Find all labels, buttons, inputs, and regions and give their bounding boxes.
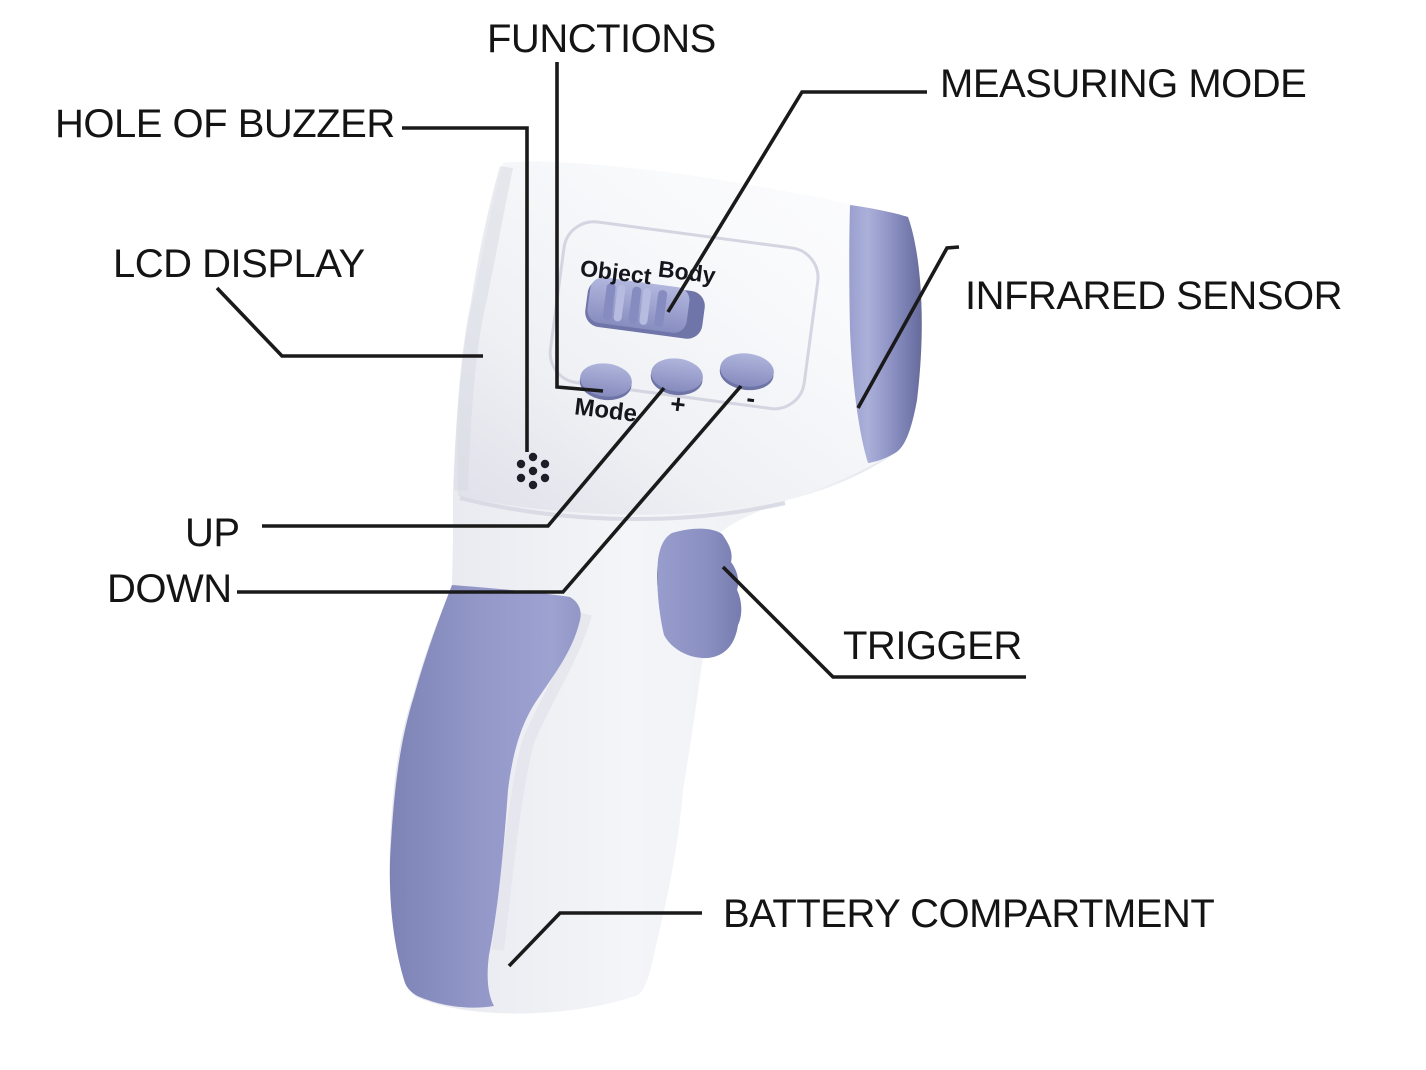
buzzer-holes bbox=[516, 452, 550, 490]
switch-ridge-highlight bbox=[639, 288, 652, 325]
head-neck-crease bbox=[459, 496, 786, 522]
functions-leader-line bbox=[555, 62, 604, 393]
minus-button[interactable] bbox=[718, 350, 776, 393]
switch-ridge-highlight bbox=[613, 284, 626, 322]
trigger-leader-line bbox=[721, 565, 1026, 679]
down-leader-line bbox=[237, 384, 743, 594]
handle-grip bbox=[389, 585, 581, 1008]
callout-battery-compartment: BATTERY COMPARTMENT bbox=[723, 892, 1215, 936]
callout-up: UP bbox=[185, 511, 240, 555]
infrared-sensor-cap bbox=[849, 205, 922, 463]
callout-down: DOWN bbox=[107, 567, 232, 611]
trigger[interactable] bbox=[657, 528, 742, 659]
switch-ridge bbox=[628, 286, 642, 324]
plus-button[interactable] bbox=[649, 355, 705, 398]
head-left-shading bbox=[454, 166, 513, 491]
switch-ridge bbox=[602, 283, 616, 321]
callout-lcd-display: LCD DISPLAY bbox=[113, 242, 365, 286]
callout-hole-of-buzzer: HOLE OF BUZZER bbox=[55, 102, 395, 146]
battery-compartment-leader-line bbox=[507, 911, 702, 968]
callout-trigger: TRIGGER bbox=[843, 624, 1022, 668]
hole-of-buzzer-leader-line bbox=[402, 126, 529, 452]
callout-infrared-sensor: INFRARED SENSOR bbox=[965, 274, 1343, 318]
callout-measuring-mode: MEASURING MODE bbox=[940, 62, 1307, 106]
callout-functions: FUNCTIONS bbox=[487, 17, 716, 61]
measuring-mode-leader-line bbox=[666, 90, 927, 313]
infrared-sensor-leader-line bbox=[856, 245, 960, 409]
plus-button-label: + bbox=[669, 388, 688, 420]
up-leader-line bbox=[262, 386, 666, 528]
minus-button-label: - bbox=[745, 383, 757, 414]
switch-ridge bbox=[654, 290, 668, 328]
handle-shading bbox=[492, 612, 592, 951]
lcd-display-leader-line bbox=[215, 286, 483, 358]
